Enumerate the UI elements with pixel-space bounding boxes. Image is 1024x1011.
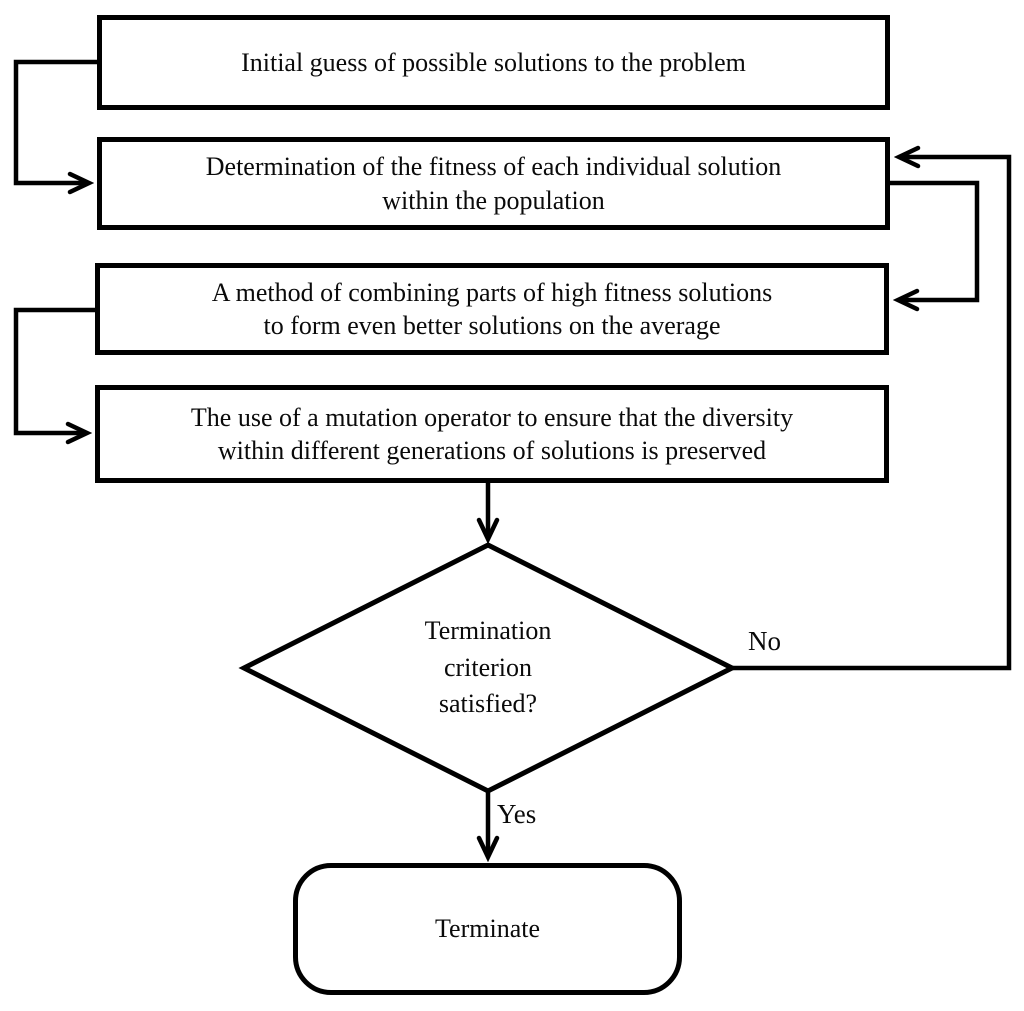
process-box-fitness-determination: Determination of the fitness of each ind… (97, 137, 890, 230)
process-box-mutation: The use of a mutation operator to ensure… (95, 385, 889, 483)
edge-label-yes: Yes (497, 799, 537, 829)
edge-label-no: No (748, 626, 781, 656)
connector-step3-step4 (13, 307, 95, 433)
process-box-initial-guess: Initial guess of possible solutions to t… (97, 15, 890, 110)
decision-diamond: Termination criterion satisfied? (358, 604, 618, 732)
process-box-crossover: A method of combining parts of high fitn… (95, 263, 889, 355)
connector-decision-no-loop (732, 157, 1012, 671)
connector-step2-step3 (890, 180, 980, 300)
process-box-crossover-label: A method of combining parts of high fitn… (211, 277, 773, 340)
process-box-initial-guess-label: Initial guess of possible solutions to t… (241, 47, 746, 77)
terminate-box: Terminate (293, 863, 682, 995)
decision-diamond-shape (238, 542, 738, 794)
process-box-fitness-determination-label: Determination of the fitness of each ind… (205, 152, 782, 215)
process-box-mutation-label: The use of a mutation operator to ensure… (190, 402, 794, 465)
decision-diamond-label: Termination criterion satisfied? (424, 615, 552, 719)
connector-step1-step2 (13, 59, 97, 183)
terminate-box-label: Terminate (434, 914, 540, 944)
